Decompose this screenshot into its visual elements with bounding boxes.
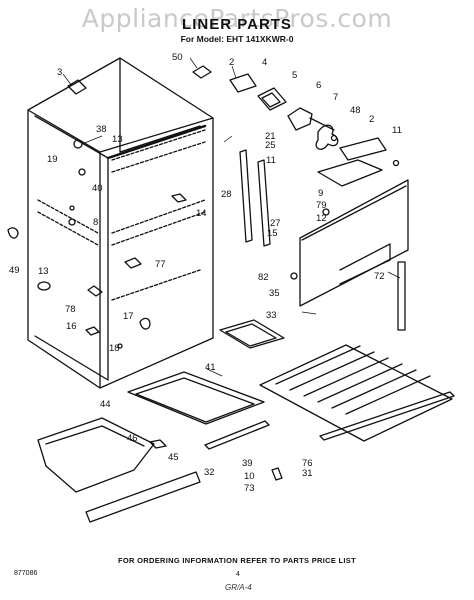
- callout-2b: 2: [369, 114, 374, 125]
- callout-8: 8: [93, 217, 98, 228]
- callout-48: 48: [350, 105, 361, 116]
- callout-9: 9: [318, 188, 323, 199]
- callout-40: 40: [92, 183, 103, 194]
- callout-13b: 13: [38, 266, 49, 277]
- callout-76: 76: [302, 458, 313, 469]
- callout-12: 12: [316, 213, 327, 224]
- callout-7: 7: [333, 92, 338, 103]
- callout-41: 41: [205, 362, 216, 373]
- handwritten-mark: GR/A-4: [225, 583, 252, 592]
- callout-6: 6: [316, 80, 321, 91]
- callout-31: 31: [302, 468, 313, 479]
- callout-11: 11: [392, 125, 402, 136]
- diagram-title: LINER PARTS: [182, 16, 292, 33]
- callout-45: 45: [168, 452, 179, 463]
- callout-82: 82: [258, 272, 269, 283]
- callout-27: 27: [270, 218, 281, 229]
- callout-2: 2: [229, 57, 234, 68]
- callout-14: 14: [196, 208, 207, 219]
- callout-79: 79: [316, 200, 327, 211]
- callout-11b: 11: [266, 155, 276, 166]
- callout-39: 39: [242, 458, 253, 469]
- callout-49: 49: [9, 265, 20, 276]
- callout-19: 19: [47, 154, 58, 165]
- callout-4: 4: [262, 57, 267, 68]
- document-code: 877086: [14, 570, 38, 577]
- shelf-rails: [239, 149, 406, 331]
- callout-13: 13: [112, 134, 123, 145]
- page-number: 4: [236, 571, 240, 578]
- shelves-and-crisper: [37, 319, 455, 523]
- callout-18: 18: [109, 343, 120, 354]
- model-subtitle: For Model: EHT 141XKWR-0: [180, 34, 294, 44]
- callout-78: 78: [65, 304, 76, 315]
- callout-50: 50: [172, 52, 183, 63]
- callout-15: 15: [267, 228, 278, 239]
- watermark: AppliancePartsPros.com: [81, 4, 393, 33]
- callout-46: 46: [127, 433, 138, 444]
- callout-73: 73: [244, 483, 255, 494]
- callout-38: 38: [96, 124, 107, 135]
- callout-35: 35: [269, 288, 280, 299]
- callout-21: 21: [265, 131, 276, 142]
- callout-28: 28: [221, 189, 232, 200]
- callout-72: 72: [374, 271, 385, 282]
- callout-17: 17: [123, 311, 134, 322]
- callout-33: 33: [266, 310, 277, 321]
- control-panel: [290, 179, 409, 307]
- callout-77: 77: [155, 259, 166, 270]
- callout-25: 25: [265, 140, 276, 151]
- cabinet-liner: [7, 57, 214, 389]
- callout-5: 5: [292, 70, 297, 81]
- callout-10: 10: [244, 471, 255, 482]
- light-and-fan-components: [192, 65, 400, 187]
- callout-3: 3: [57, 67, 62, 78]
- ordering-note: FOR ORDERING INFORMATION REFER TO PARTS …: [118, 556, 356, 565]
- callout-16: 16: [66, 321, 77, 332]
- callout-44: 44: [100, 399, 111, 410]
- callout-32: 32: [204, 467, 215, 478]
